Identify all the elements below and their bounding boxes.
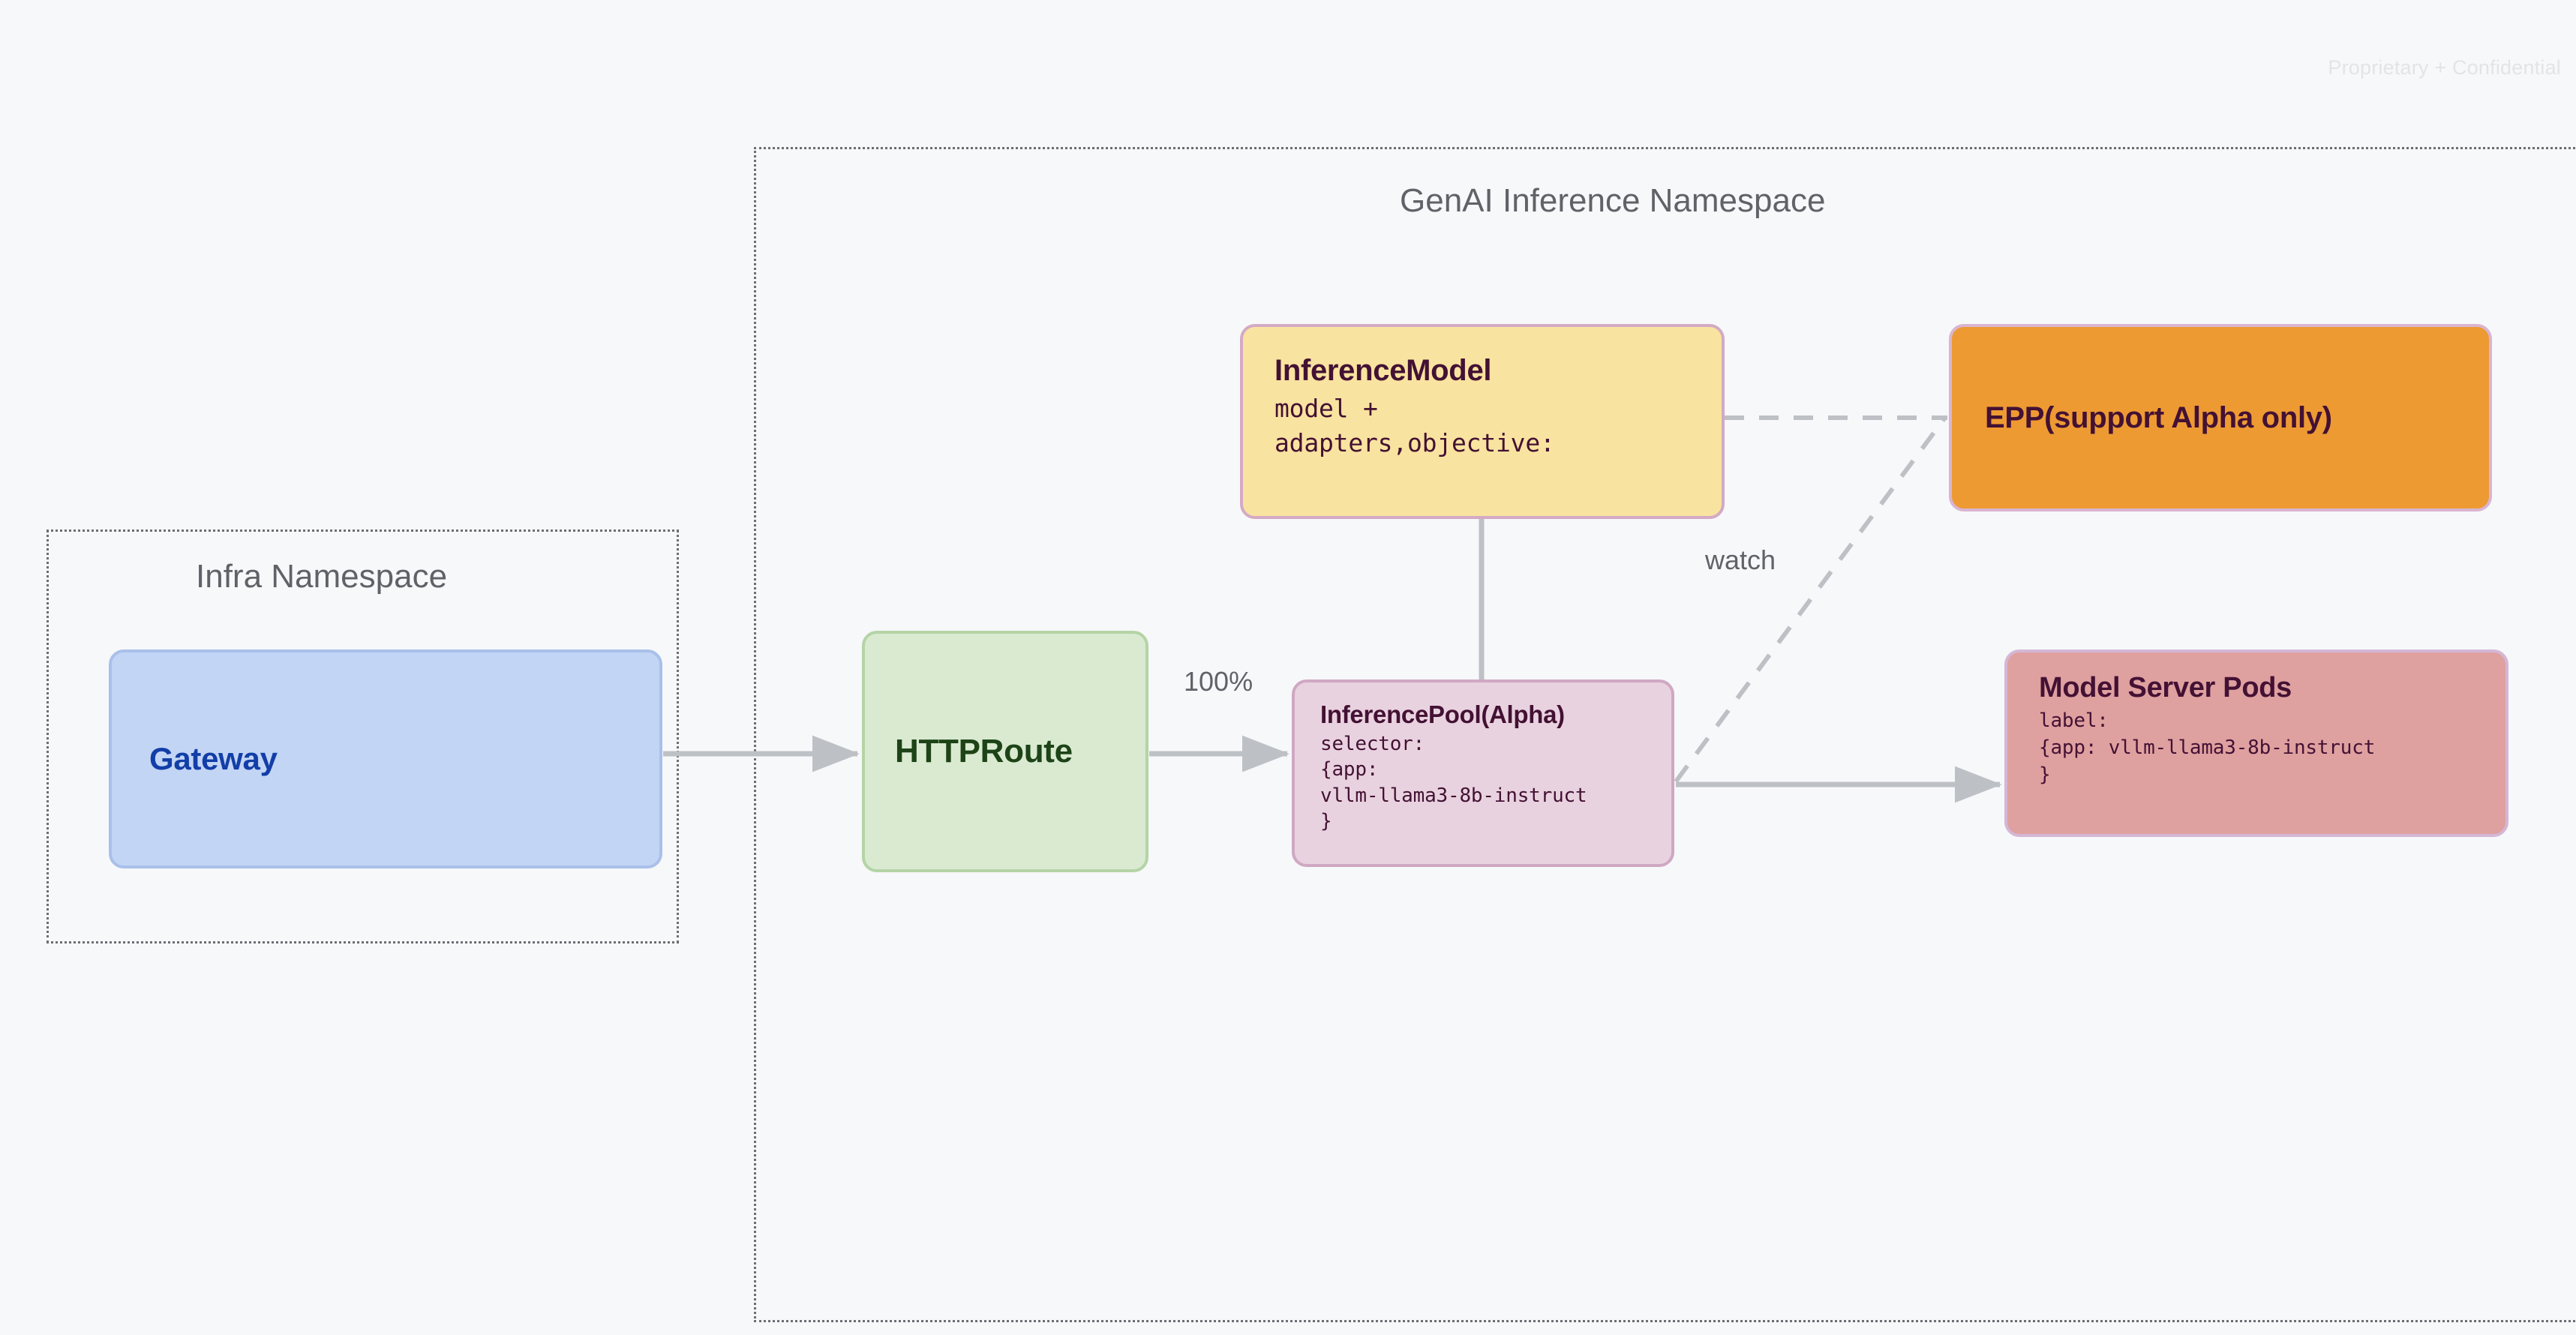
node-inferencemodel[interactable]: InferenceModel model + adapters,objectiv… [1240, 324, 1725, 519]
node-inferencemodel-title: InferenceModel [1274, 354, 1492, 387]
node-model-server-pods-title: Model Server Pods [2039, 672, 2292, 704]
edge-label-traffic-weight: 100% [1184, 666, 1253, 697]
confidential-watermark: Proprietary + Confidential [2328, 56, 2561, 79]
node-inferencepool[interactable]: InferencePool(Alpha) selector: {app: vll… [1292, 680, 1674, 867]
node-inferencepool-title: InferencePool(Alpha) [1320, 700, 1565, 728]
node-epp[interactable]: EPP(support Alpha only) [1949, 324, 2492, 512]
node-httproute[interactable]: HTTPRoute [862, 631, 1148, 872]
node-httproute-title: HTTPRoute [895, 733, 1073, 770]
node-inferencemodel-body: model + adapters,objective: [1274, 394, 1555, 458]
node-model-server-pods[interactable]: Model Server Pods label: {app: vllm-llam… [2004, 650, 2508, 837]
infra-namespace-container [47, 530, 679, 944]
node-inferencepool-body: selector: {app: vllm-llama3-8b-instruct … [1320, 732, 1587, 833]
node-gateway-title: Gateway [149, 741, 278, 776]
node-gateway[interactable]: Gateway [109, 650, 662, 868]
infra-namespace-title: Infra Namespace [196, 558, 448, 595]
edge-label-watch: watch [1705, 544, 1776, 575]
node-epp-title: EPP(support Alpha only) [1985, 400, 2332, 434]
node-model-server-pods-body: label: {app: vllm-llama3-8b-instruct } [2039, 709, 2376, 786]
genai-namespace-container [754, 147, 2576, 1322]
genai-namespace-title: GenAI Inference Namespace [1400, 182, 1826, 219]
